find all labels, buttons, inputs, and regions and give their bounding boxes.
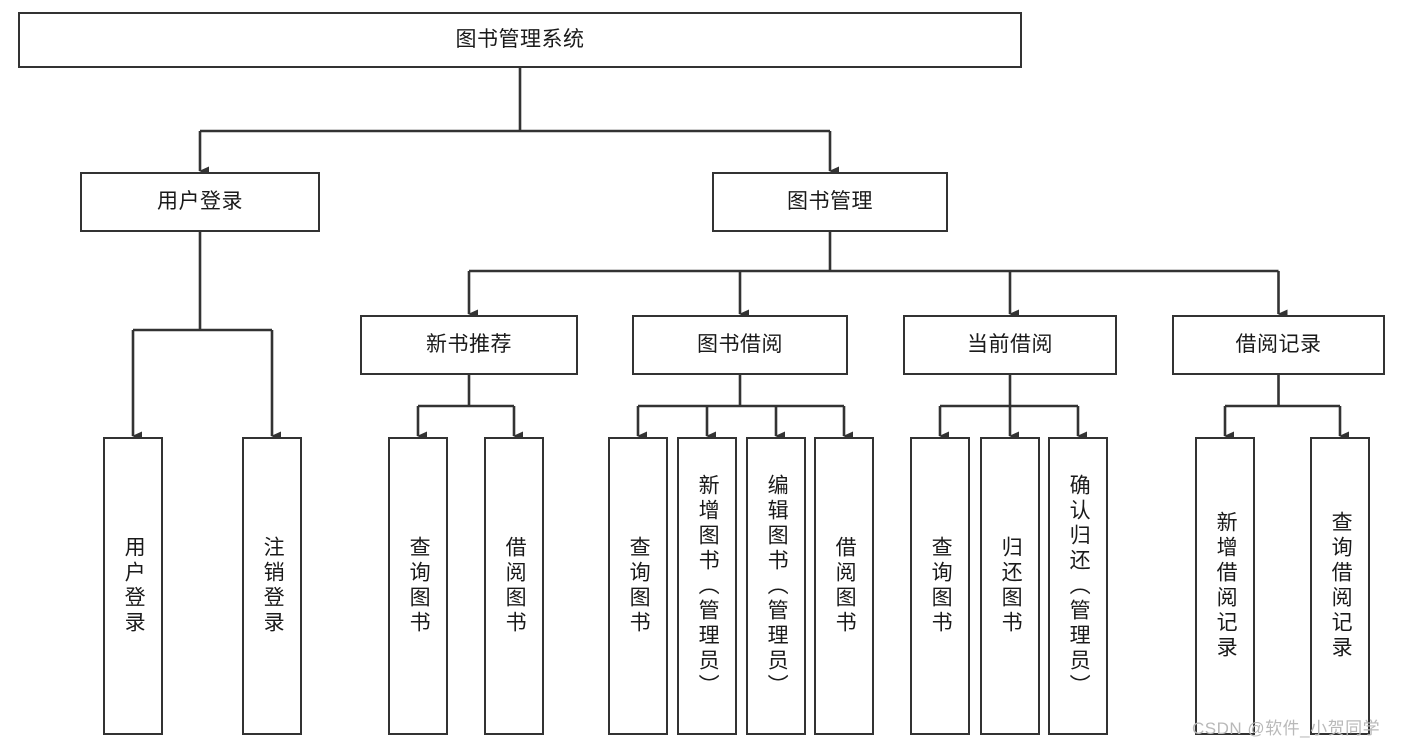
node-logout[interactable]: 注销登录 (242, 437, 302, 735)
node-borrow[interactable]: 图书借阅 (632, 315, 848, 375)
node-label: 用户登录 (122, 536, 146, 636)
node-bo-add[interactable]: 新增图书（管理员） (677, 437, 737, 735)
node-bo-edit[interactable]: 编辑图书（管理员） (746, 437, 806, 735)
node-bo-query[interactable]: 查询图书 (608, 437, 668, 735)
node-label: 新增借阅记录 (1214, 511, 1238, 661)
node-cu-query[interactable]: 查询图书 (910, 437, 970, 735)
node-label: 当前借阅 (967, 332, 1053, 356)
node-label: 查询图书 (627, 536, 651, 636)
node-label: 新书推荐 (426, 332, 512, 356)
node-label: 借阅图书 (833, 536, 857, 636)
node-label: 确认归还（管理员） (1067, 473, 1091, 699)
node-label: 注销登录 (261, 536, 285, 636)
node-label: 编辑图书（管理员） (765, 473, 789, 699)
node-label: 新增图书（管理员） (696, 473, 720, 699)
node-label: 图书借阅 (697, 332, 783, 356)
node-records[interactable]: 借阅记录 (1172, 315, 1385, 375)
node-label: 归还图书 (999, 536, 1023, 636)
node-label: 借阅图书 (503, 536, 527, 636)
node-newbooks[interactable]: 新书推荐 (360, 315, 578, 375)
watermark-label: CSDN @软件_小贺同学 (1192, 719, 1381, 738)
node-nb-query[interactable]: 查询图书 (388, 437, 448, 735)
node-cu-return[interactable]: 归还图书 (980, 437, 1040, 735)
node-label: 图书管理系统 (455, 27, 585, 51)
node-label: 图书管理 (787, 189, 873, 213)
node-label: 查询借阅记录 (1329, 511, 1353, 661)
node-bookmgmt[interactable]: 图书管理 (712, 172, 948, 232)
node-rc-add[interactable]: 新增借阅记录 (1195, 437, 1255, 735)
node-userlogin[interactable]: 用户登录 (103, 437, 163, 735)
node-label: 查询图书 (407, 536, 431, 636)
node-login[interactable]: 用户登录 (80, 172, 320, 232)
node-root[interactable]: 图书管理系统 (18, 12, 1022, 68)
node-nb-borrow[interactable]: 借阅图书 (484, 437, 544, 735)
node-label: 用户登录 (157, 189, 243, 213)
node-bo-borrow[interactable]: 借阅图书 (814, 437, 874, 735)
node-label: 查询图书 (929, 536, 953, 636)
node-current[interactable]: 当前借阅 (903, 315, 1117, 375)
node-cu-confirm[interactable]: 确认归还（管理员） (1048, 437, 1108, 735)
node-label: 借阅记录 (1235, 332, 1322, 356)
node-rc-query[interactable]: 查询借阅记录 (1310, 437, 1370, 735)
